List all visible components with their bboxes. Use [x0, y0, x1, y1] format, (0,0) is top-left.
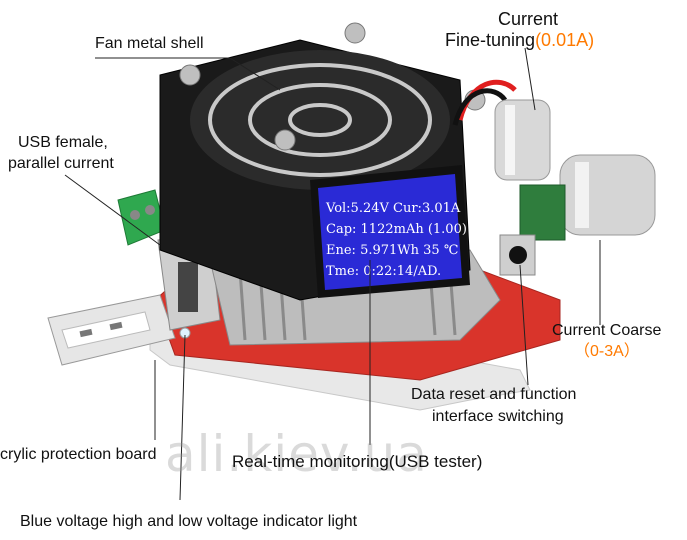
lcd-line-energy: Ene: 5.971Wh 35 ℃ — [326, 243, 458, 258]
reset-button — [499, 234, 536, 276]
fine-tuning-knob — [494, 99, 551, 181]
label-current-fine: Fine-tuning(0.01A) — [445, 30, 594, 50]
coarse-knob — [519, 154, 656, 241]
lcd-screen: Vol:5.24V Cur:3.01A Cap: 1122mAh (1.00) … — [310, 165, 470, 298]
label-fine-accent: (0.01A) — [535, 30, 595, 50]
black-wire — [452, 88, 508, 126]
lcd-line-voltage: Vol:5.24V Cur:3.01A — [325, 201, 461, 216]
label-current-coarse-range: （0-3A） — [574, 343, 640, 360]
label-data-reset-line1: Data reset and function — [411, 386, 577, 403]
watermark: ali.kiev.ua — [165, 425, 428, 483]
label-acrylic-board: crylic protection board — [0, 446, 157, 463]
potentiometer — [519, 184, 566, 241]
lcd-line-time: Tme: 0:22:14/AD. — [326, 264, 441, 279]
label-current-coarse: Current Coarse — [552, 322, 662, 339]
label-blue-indicator: Blue voltage high and low voltage indica… — [20, 513, 358, 530]
label-data-reset-line2: interface switching — [432, 408, 564, 425]
label-fan-metal-shell: Fan metal shell — [95, 35, 204, 52]
label-fine-text: Fine-tuning — [445, 30, 536, 50]
label-realtime-monitoring: Real-time monitoring(USB tester) — [232, 452, 483, 471]
usb-male-plug — [47, 294, 176, 366]
green-terminal — [117, 189, 166, 246]
leader-lines — [64, 47, 601, 501]
label-usb-female-line1: USB female, — [18, 134, 108, 151]
label-usb-female-line2: parallel current — [8, 155, 114, 172]
lcd-line-capacity: Cap: 1122mAh (1.00) — [326, 222, 467, 237]
label-current: Current — [498, 9, 559, 29]
